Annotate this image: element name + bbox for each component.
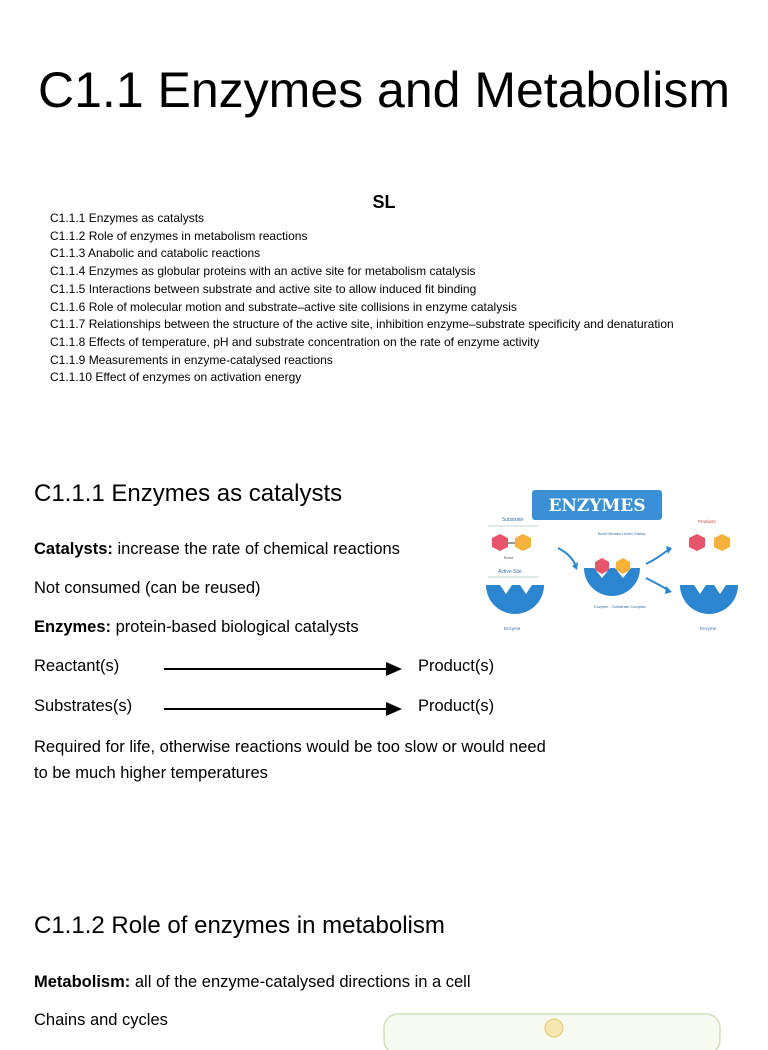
toc-item: C1.1.10 Effect of enzymes on activation … — [50, 370, 302, 385]
product-red-hex — [689, 534, 705, 551]
toc-item: C1.1.3 Anabolic and catabolic reactions — [50, 246, 261, 261]
substrate-yellow-hex — [515, 534, 531, 551]
bond-breaks-caption: Bond Breaks Under Stress — [598, 531, 645, 536]
substrate-label: Substrates(s) — [34, 697, 133, 715]
toc-list: C1.1.1 Enzymes as catalysts C1.1.2 Role … — [50, 210, 674, 387]
arrow-right-icon — [164, 702, 402, 716]
section2-heading: C1.1.2 Role of enzymes in metabolism — [34, 912, 445, 939]
reactant-product-row: Reactant(s) Product(s) — [34, 657, 554, 681]
metabolism-figure-partial — [383, 1013, 721, 1050]
enzyme-substrate-complex — [584, 568, 640, 596]
complex-caption: Enzyme - Substrate Complex — [594, 604, 646, 609]
toc-item: C1.1.2 Role of enzymes in metabolism rea… — [50, 228, 308, 243]
required-text: Required for life, otherwise reactions w… — [34, 738, 546, 782]
level-label: SL — [372, 192, 396, 212]
toc-item: C1.1.6 Role of molecular motion and subs… — [50, 299, 517, 314]
metabolism-line: Metabolism: all of the enzyme-catalysed … — [34, 973, 471, 992]
enzyme-right — [680, 585, 738, 614]
toc-item: C1.1.8 Effects of temperature, pH and su… — [50, 334, 540, 349]
enzymes-banner-text: ENZYMES — [548, 496, 645, 516]
complex-yellow-hex — [616, 558, 630, 574]
enzymes-banner — [532, 490, 662, 520]
toc-item: C1.1.7 Relationships between the structu… — [50, 317, 674, 332]
chains-line: Chains and cycles — [34, 1011, 168, 1029]
enzymes-line: Enzymes: protein-based biological cataly… — [34, 618, 359, 637]
catalysts-line: Catalysts: increase the rate of chemical… — [34, 540, 400, 559]
product-yellow-hex — [714, 534, 730, 551]
toc-item: C1.1.9 Measurements in enzyme-catalysed … — [50, 352, 333, 367]
arrow-right-icon — [164, 662, 402, 676]
toc-item: C1.1.1 Enzymes as catalysts — [50, 211, 205, 225]
enzyme-left — [486, 585, 544, 614]
toc-item: C1.1.4 Enzymes as globular proteins with… — [50, 264, 476, 279]
enzyme-left-caption: Enzyme — [504, 626, 521, 631]
reactant-label: Reactant(s) — [34, 657, 120, 675]
product-label: Product(s) — [418, 657, 495, 675]
enzymes-def: protein-based biological catalysts — [111, 618, 359, 636]
catalysts-term: Catalysts: — [34, 540, 113, 558]
active-site-caption: Active Site — [498, 569, 522, 575]
metabolism-term: Metabolism: — [34, 973, 131, 991]
substrate-product-row: Substrates(s) Product(s) — [34, 697, 554, 721]
substrate-caption: Substrate — [502, 517, 524, 523]
enzyme-diagram: ENZYMES Substrate Bond Active Site Enzym… — [486, 490, 738, 631]
section1-heading: C1.1.1 Enzymes as catalysts — [34, 480, 343, 507]
complex-red-hex — [595, 558, 609, 574]
substrate-red-hex — [492, 534, 508, 551]
toc-item: C1.1.5 Interactions between substrate an… — [50, 281, 477, 296]
enzymes-term: Enzymes: — [34, 618, 112, 636]
page-title: C1.1 Enzymes and Metabolism — [38, 62, 730, 118]
catalysts-def: increase the rate of chemical reactions — [112, 540, 400, 558]
not-consumed-line: Not consumed (can be reused) — [34, 579, 261, 597]
enzyme-right-caption: Enzyme — [700, 626, 717, 631]
product-label: Product(s) — [418, 697, 495, 715]
metabolism-def: all of the enzyme-catalysed directions i… — [130, 973, 471, 991]
products-caption: Products — [698, 519, 717, 524]
bond-caption: Bond — [504, 555, 513, 560]
